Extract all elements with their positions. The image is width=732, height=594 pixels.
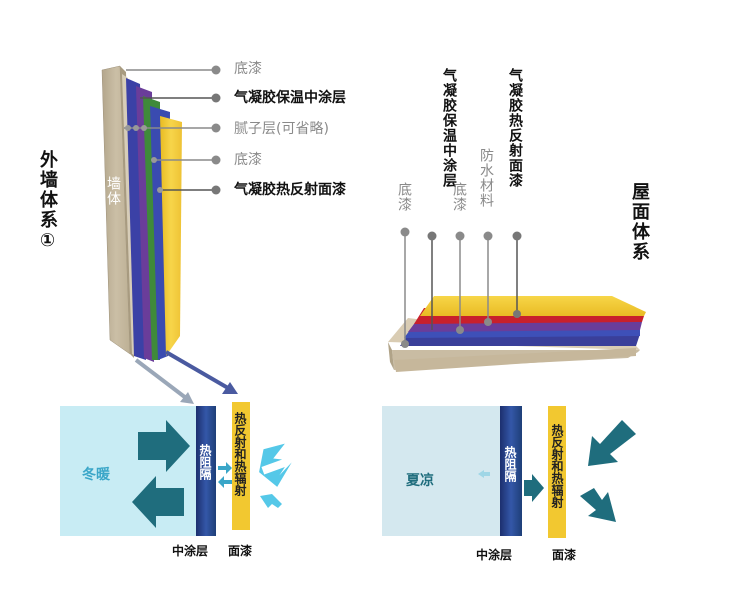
winter-reflect-arrow bbox=[260, 494, 282, 508]
winter-room bbox=[60, 406, 198, 536]
summer-small-arrow-in bbox=[478, 470, 490, 478]
roof-stack bbox=[388, 296, 646, 372]
summer-arrow-reflect bbox=[580, 488, 616, 522]
wall-layer-5-label: 气凝胶热反射面漆 bbox=[234, 182, 346, 198]
winter-panel bbox=[60, 402, 292, 536]
roof-layer-2-label: 气凝胶保温中涂层 bbox=[441, 68, 457, 188]
roof-leaders bbox=[400, 227, 522, 348]
roof-layer-1-label: 底漆 bbox=[396, 182, 412, 212]
winter-arrow-out bbox=[138, 420, 190, 472]
summer-reflect-label: 热反射和热辐射 bbox=[550, 424, 564, 508]
roof-layer-5-label: 气凝胶热反射面漆 bbox=[507, 68, 523, 188]
winter-mid-caption: 中涂层 bbox=[172, 544, 209, 558]
wall-layer-3-label: 腻子层(可省略) bbox=[234, 121, 329, 137]
summer-top-caption: 面漆 bbox=[552, 548, 577, 562]
wall-label: 墙体 bbox=[105, 176, 121, 206]
summer-insulation-label: 热阻隔 bbox=[503, 446, 517, 482]
winter-top-caption: 面漆 bbox=[228, 544, 253, 558]
summer-insulation-layer bbox=[500, 406, 522, 536]
roof-base-front2 bbox=[394, 348, 636, 372]
wall-layer-1-label: 底漆 bbox=[234, 61, 262, 77]
summer-season-label: 夏凉 bbox=[406, 473, 434, 489]
roof-layer-3-label: 底漆 bbox=[451, 182, 467, 212]
roof-layer-yellow bbox=[420, 296, 646, 316]
winter-reflect-label: 热反射和热辐射 bbox=[233, 412, 247, 496]
winter-small-arrow-1 bbox=[218, 462, 232, 474]
wall-to-panel-arrows bbox=[134, 350, 238, 404]
winter-insulation-layer bbox=[196, 406, 216, 536]
wall-leaders bbox=[124, 65, 221, 195]
wall-layer-2-label: 气凝胶保温中涂层 bbox=[234, 90, 346, 106]
roof-base-side bbox=[388, 342, 394, 370]
roof-layer-4-label: 防水材料 bbox=[478, 148, 494, 208]
summer-mid-caption: 中涂层 bbox=[476, 548, 513, 562]
wall-layer-yellow bbox=[160, 116, 182, 356]
winter-season-label: 冬暖 bbox=[82, 467, 110, 483]
summer-reflect-layer bbox=[548, 406, 566, 538]
wall-layer-4-label: 底漆 bbox=[234, 152, 262, 168]
summer-panel bbox=[382, 406, 636, 538]
winter-small-arrow-2 bbox=[218, 476, 232, 488]
summer-arrow-incoming bbox=[588, 420, 636, 466]
wall-stack bbox=[101, 65, 182, 362]
winter-insulation-label: 热阻隔 bbox=[198, 444, 212, 480]
winter-arrow-back bbox=[132, 476, 184, 528]
winter-reflect-layer bbox=[232, 402, 250, 530]
roof-title: 屋面体系 bbox=[629, 182, 650, 262]
exterior-wall-title: 外墙体系① bbox=[37, 150, 58, 253]
winter-incoming-arrow bbox=[259, 443, 292, 487]
summer-arrow-mid bbox=[524, 474, 544, 502]
summer-room bbox=[382, 406, 502, 536]
